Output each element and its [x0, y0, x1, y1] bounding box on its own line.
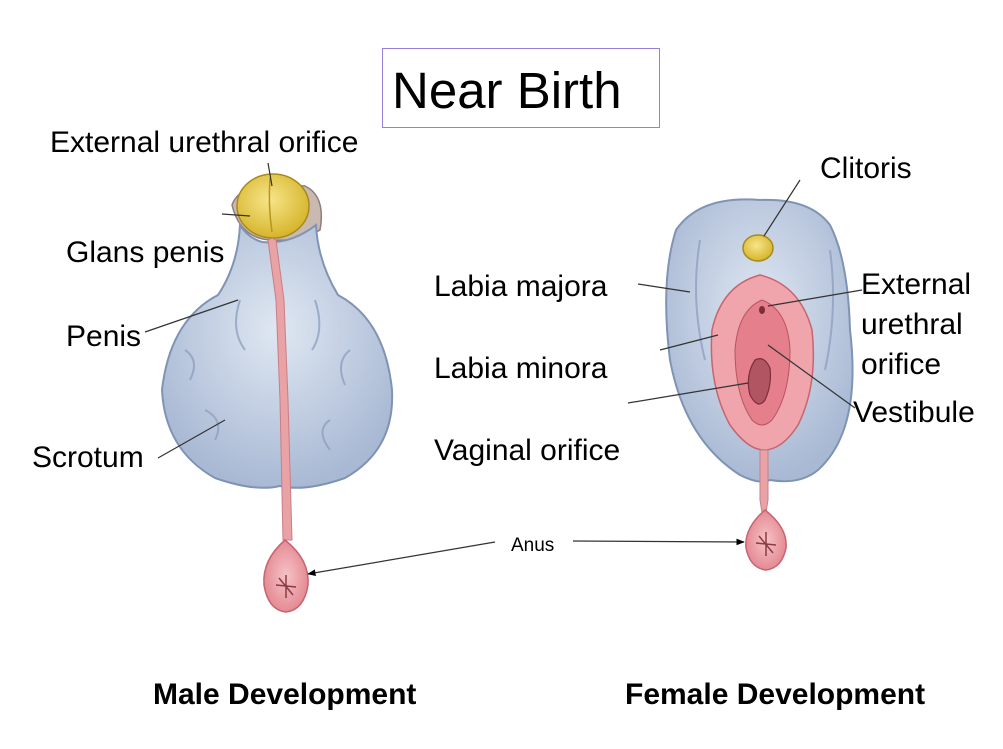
- caption-male-development: Male Development: [153, 678, 417, 711]
- leader-female-urethral-orifice: [767, 289, 863, 307]
- title-box: [382, 48, 660, 128]
- leader-anus-female: [572, 538, 745, 546]
- page-title: Near Birth: [392, 62, 622, 119]
- label-external-urethral-orifice-male: External urethral orifice: [46, 126, 363, 160]
- leader-glans-penis: [221, 213, 251, 217]
- leader-clitoris: [763, 179, 801, 237]
- label-external-urethral-orifice-female-line2: urethral: [861, 308, 963, 341]
- label-vaginal-orifice: Vaginal orifice: [434, 434, 621, 467]
- leader-labia-minora: [659, 334, 719, 351]
- leader-labia-majora: [637, 283, 691, 293]
- leader-scrotum: [157, 419, 226, 459]
- leader-anus-male: [307, 541, 496, 577]
- label-glans-penis: Glans penis: [62, 236, 229, 270]
- leader-male-urethral-orifice: [267, 162, 273, 187]
- leader-penis: [144, 299, 239, 333]
- leader-vaginal-orifice: [627, 382, 749, 404]
- label-anus: Anus: [511, 535, 555, 556]
- label-penis: Penis: [66, 320, 142, 353]
- label-external-urethral-orifice-female-line1: External: [861, 268, 972, 301]
- male-illustration: [160, 173, 394, 613]
- label-labia-majora: Labia majora: [434, 270, 608, 303]
- label-clitoris: Clitoris: [820, 152, 912, 185]
- leader-lines: [144, 162, 863, 577]
- label-external-urethral-orifice-female-line3: orifice: [861, 348, 942, 381]
- leader-vestibule: [767, 344, 856, 409]
- label-vestibule: Vestibule: [853, 396, 975, 429]
- label-scrotum: Scrotum: [32, 441, 144, 474]
- female-illustration: [665, 198, 854, 571]
- caption-female-development: Female Development: [625, 678, 926, 711]
- label-labia-minora: Labia minora: [434, 352, 608, 385]
